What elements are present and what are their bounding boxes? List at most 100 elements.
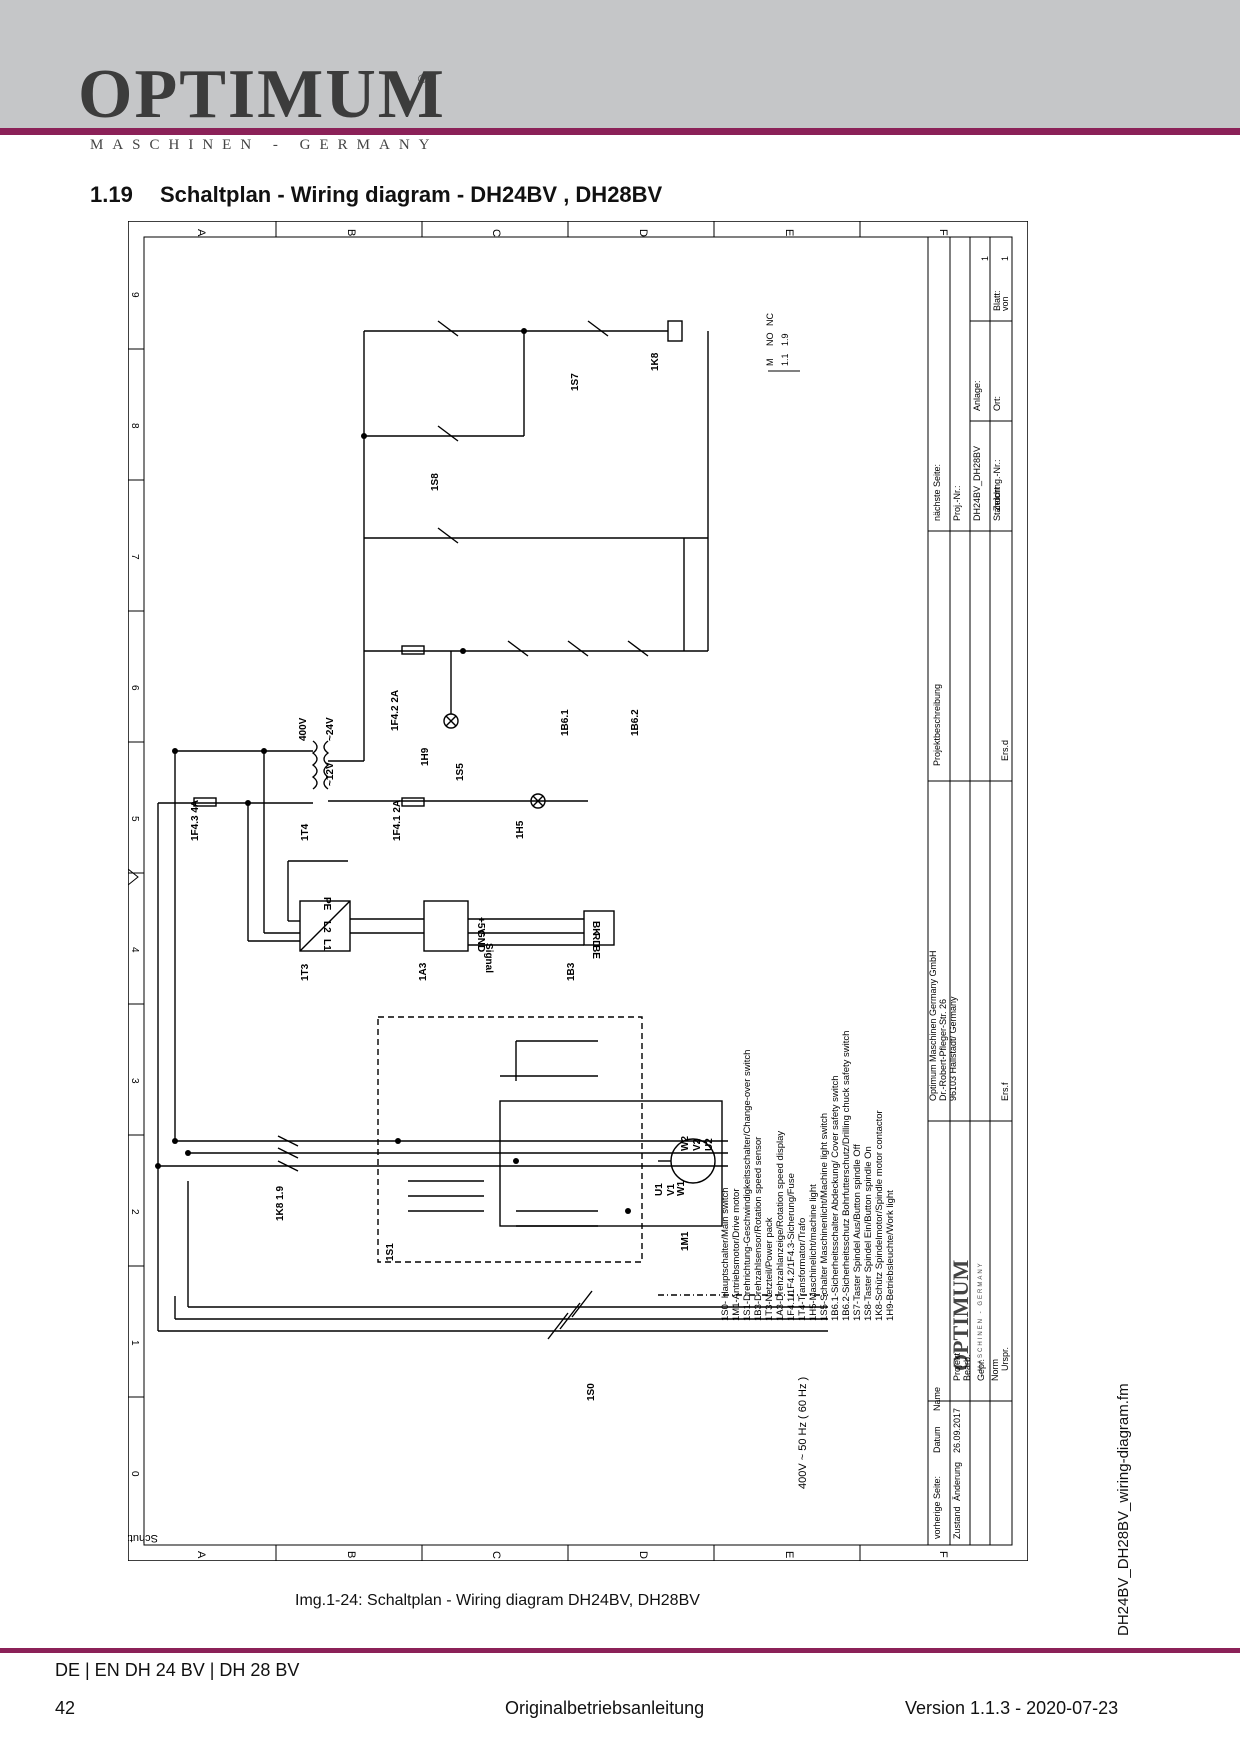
title-block: Optimum Maschinen Germany GmbH Dr.-Rober… [928, 256, 1010, 1539]
page-number: 42 [55, 1698, 76, 1718]
row-letter-top: C [490, 229, 502, 237]
motor-terminal-label: U1 [654, 1183, 665, 1196]
footer-document-type: Originalbetriebsanleitung [505, 1698, 705, 1718]
legend-entry: 1B6.2-Sicherheitsschutz Bohrfutterschutz… [841, 1031, 852, 1321]
title-block-model: DH24BV_DH28BV [972, 446, 982, 521]
legend-entry: 1F4.1/1F4.2/1F4.3-Sicherung/Fuse [786, 1173, 797, 1321]
row-letter-bottom: C [490, 1551, 502, 1559]
legend-entry: 1B3-Drehzahlsensor/Rotation speed sensor [753, 1137, 764, 1321]
motor-terminal-label: W1 [676, 1181, 687, 1196]
title-block-logo-sub: MASCHINEN - GERMANY [978, 1261, 984, 1371]
motor-terminal-label: V2 [692, 1138, 703, 1151]
legend-entry: 1M1-Antriebsmotor/Drive motor [731, 1188, 742, 1321]
row-letter-top: F [937, 229, 949, 236]
component-label: 1T4 [300, 823, 311, 841]
component-label: 1K8 1.9 [275, 1186, 286, 1221]
legend-entry: 1B6.1-Sicherheitsschalter Abdeckung/ Cov… [830, 1075, 841, 1321]
signal-label: L2 [321, 921, 332, 933]
legend-entry: 1H9-Betriebsleuchte/Work light [885, 1190, 896, 1321]
column-number: 6 [129, 685, 140, 691]
transformer-label: ~24V [325, 717, 336, 741]
title-block-standort: Standort [992, 486, 1002, 521]
legend-entry: 1T3-Netzteil/Power pack [764, 1217, 775, 1321]
title-block-zustand: Zustand [952, 1506, 962, 1539]
column-number: 2 [129, 1209, 140, 1215]
transformer-label: ~12V [325, 762, 336, 786]
row-letters-bottom: A B C D E F [195, 1551, 949, 1559]
title-block-ers-f: Ers.f [1000, 1082, 1010, 1101]
title-block-zeichng-nr: Zeichng.-Nr.: [992, 459, 1002, 511]
title-block-von: von [1000, 296, 1010, 311]
column-number: 1 [129, 1340, 140, 1346]
component-label: 1B6.2 [630, 709, 641, 736]
component-label: 1F4.1 2A [392, 800, 403, 841]
row-letter-bottom: A [195, 1551, 207, 1559]
footer-language-model: DE | EN DH 24 BV | DH 28 BV [55, 1660, 300, 1680]
title-block-blatt: Blatt: [992, 290, 1002, 311]
component-label: 1F4.2 2A [390, 690, 401, 731]
title-block-bearb: Bearb. [962, 1354, 972, 1381]
header-rule [0, 128, 1240, 135]
protective-note: Schutzvermerk nach DIN 34 beachten! [128, 1532, 158, 1544]
registered-mark: ® [418, 72, 427, 86]
row-letter-bottom: F [937, 1551, 949, 1558]
contact-table-cell: M [765, 359, 775, 367]
title-block-street: Dr.-Robert-Pfleger-Str. 26 [938, 999, 948, 1101]
row-letter-top: B [345, 229, 357, 236]
row-letter-bottom: E [783, 1551, 795, 1558]
component-label: 1K8 [650, 352, 661, 371]
signal-label: PE [321, 897, 332, 911]
component-label: 1S7 [570, 373, 581, 391]
section-number: 1.19 [90, 182, 133, 207]
contact-table-cell: NC [765, 313, 775, 326]
signal-label: BE [590, 945, 601, 959]
column-number: 3 [129, 1078, 140, 1084]
title-block-naechste-seite: nächste Seite: [932, 464, 942, 521]
row-letter-top: D [637, 229, 649, 237]
column-number: 4 [129, 947, 140, 953]
signal-label: +5V [475, 917, 486, 935]
title-block-logo: OPTIMUM [948, 1260, 973, 1371]
component-label: 1H5 [515, 820, 526, 839]
legend-entry: 1K8-Schütz Spindelmotor/Spindle motor co… [874, 1110, 885, 1321]
row-letter-bottom: D [637, 1551, 649, 1559]
legend-entry: 1S5-Schalter Maschinenlicht/Machine ligh… [819, 1113, 830, 1321]
component-label: 1A3 [418, 962, 429, 981]
transformer-label: 400V [298, 717, 309, 741]
title-block-company: Optimum Maschinen Germany GmbH [928, 950, 938, 1101]
legend-entry: 1T4-Transformator/Trafo [797, 1218, 808, 1321]
component-label: 1B3 [566, 962, 577, 981]
side-filename: DH24BV_DH28BV_wiring-diagram.fm [1115, 1383, 1132, 1636]
title-block-name: Name [932, 1387, 942, 1411]
column-number: 7 [129, 554, 140, 560]
title-block-projektbeschreibung: Projektbeschreibung [932, 684, 942, 766]
title-block-ort: Ort: [992, 396, 1002, 411]
legend-entry: 1S1-Drehrichtung-Geschwindigkeitsschalte… [742, 1050, 753, 1321]
component-label: 1S5 [455, 763, 466, 781]
title-block-norm: Norm [990, 1359, 1000, 1381]
title-block-city: 96103 Hallstadt/ Germany [948, 996, 958, 1101]
title-block-ers-d: Ers.d [1000, 740, 1010, 761]
component-label: 1T3 [300, 963, 311, 981]
brand-logo: OPTIMUM [78, 56, 446, 133]
component-label: 1F4.3 4A [190, 800, 201, 841]
component-label: 1S8 [430, 473, 441, 491]
title-block-anlage: Anlage: [972, 380, 982, 411]
contact-table-cell: NO [765, 333, 775, 347]
motor-terminal-label: W2 [680, 1136, 691, 1151]
row-letter-bottom: B [345, 1551, 357, 1558]
legend-entry: 1S7-Taster Spindel Aus/Button spindle Of… [852, 1144, 863, 1321]
column-number: 5 [129, 816, 140, 822]
legend-entry: 1S8-Taster Spindel Ein/Button spindle On [863, 1146, 874, 1321]
supply-voltage-label: 400V ~ 50 Hz ( 60 Hz ) [797, 1377, 809, 1489]
component-label: 1S0 [586, 1383, 597, 1401]
component-label: 1S1 [385, 1243, 396, 1261]
figure-caption: Img.1-24: Schaltplan - Wiring diagram DH… [295, 1592, 700, 1609]
legend-entry: 1A3-Drehzahlanzeige/Rotation speed displ… [775, 1131, 786, 1321]
contact-table-cell: 1.1 [780, 353, 790, 366]
title-block-projekt: Projekt [952, 1352, 962, 1381]
